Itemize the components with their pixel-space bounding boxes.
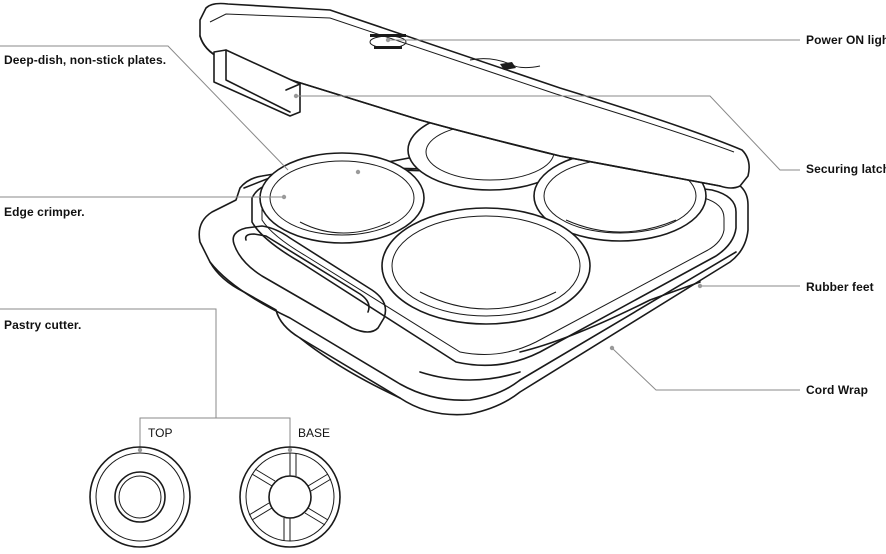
leader-cord-wrap [611,347,800,391]
cord-wrap-label: Cord Wrap [806,383,869,397]
pastry-cutter-base [239,446,341,548]
power-on-light-label: Power ON light [806,33,886,47]
edge-crimper-label: Edge crimper. [4,205,85,219]
leader-pastry-cutter [0,308,217,418]
leader-lines [0,37,800,453]
deep-dish-plates-label: Deep-dish, non-stick plates. [4,53,167,67]
leader-deep-dish-plates [0,45,289,171]
securing-latch-label: Securing latch [806,162,886,176]
pastry-cutter-top [89,446,191,548]
rubber-feet-label: Rubber feet [806,280,874,294]
leader-securing-latch [296,95,800,171]
pastry-cutter-base-label: BASE [298,426,331,440]
pastry-cutter-label: Pastry cutter. [4,318,82,332]
pastry-cutter-top-label: TOP [148,426,173,440]
